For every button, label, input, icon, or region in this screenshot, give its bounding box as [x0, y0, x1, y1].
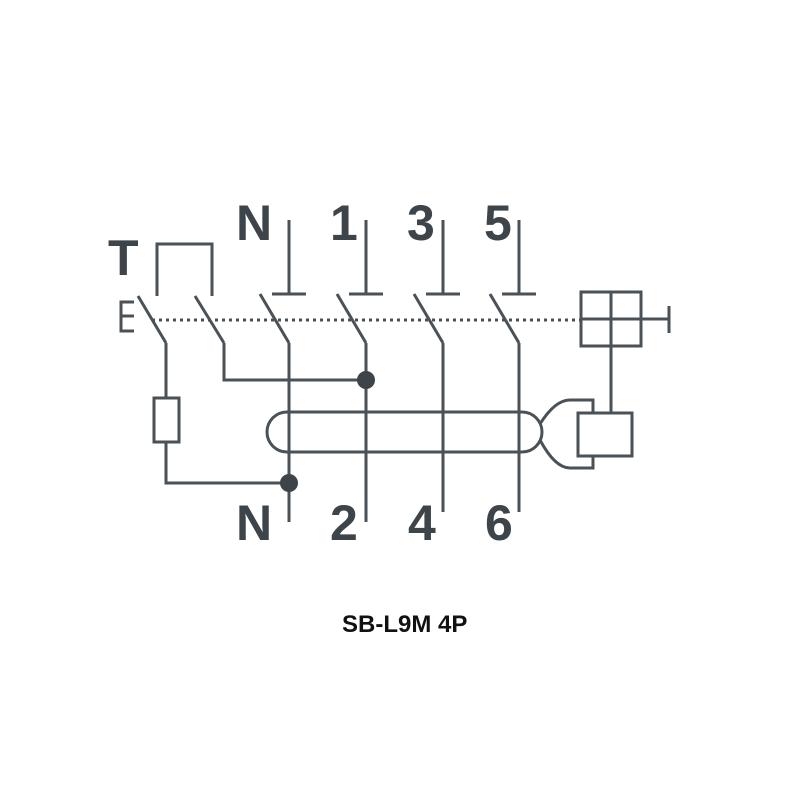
top-terminal-n-label: N: [236, 195, 272, 251]
sensing-winding: [538, 398, 595, 470]
test-button-label: T: [108, 230, 139, 286]
bottom-terminal-6-label: 6: [485, 495, 513, 551]
trip-actuator: [579, 290, 671, 348]
test-resistor: [152, 396, 181, 444]
test-circuit: [152, 343, 366, 485]
bottom-terminal-4-label: 4: [408, 495, 436, 551]
top-terminal-3-label: 3: [407, 195, 435, 251]
top-terminals: [272, 220, 536, 296]
switch-contacts: [258, 293, 521, 344]
top-terminal-1-label: 1: [330, 195, 358, 251]
top-terminal-5-label: 5: [484, 195, 512, 251]
junction-node-pole-1: [357, 371, 375, 389]
model-number: SB-L9M 4P: [342, 611, 467, 638]
bottom-terminal-2-label: 2: [330, 495, 358, 551]
test-button: [119, 242, 226, 344]
bottom-terminal-n-label: N: [236, 495, 272, 551]
current-transformer: [265, 410, 544, 454]
junction-node-neutral: [280, 474, 298, 492]
trip-relay-coil: [576, 411, 634, 458]
